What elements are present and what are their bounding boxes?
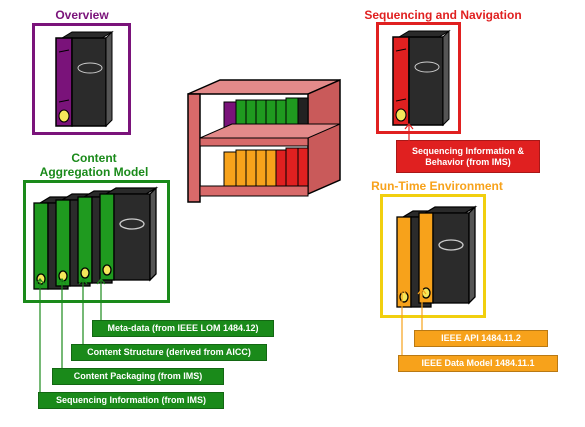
meta-data-label: Meta-data (from IEEE LOM 1484.12): [92, 320, 274, 337]
content-packaging-label: Content Packaging (from IMS): [52, 368, 224, 385]
seq-info-behavior-line2: Behavior (from IMS): [425, 156, 511, 167]
content-structure-label: Content Structure (derived from AICC): [71, 344, 267, 361]
overview-box: [32, 23, 131, 135]
content-aggregation-box: [23, 180, 170, 303]
content-aggregation-line2: Aggregation Model: [39, 165, 149, 179]
runtime-environment-box: [380, 194, 486, 318]
content-aggregation-title: Content Aggregation Model: [24, 151, 164, 179]
book-icon: [396, 205, 478, 308]
ieee-api-label: IEEE API 1484.11.2: [414, 330, 548, 347]
ieee-data-model-label: IEEE Data Model 1484.11.1: [398, 355, 558, 372]
sequencing-information-label: Sequencing Information (from IMS): [38, 392, 224, 409]
book-icon: [392, 29, 451, 127]
arrow-up-icon: [397, 288, 427, 363]
seq-info-behavior-line1: Sequencing Information &: [411, 145, 524, 156]
content-aggregation-line1: Content: [71, 151, 117, 165]
sequencing-navigation-title: Sequencing and Navigation: [364, 8, 522, 22]
arrow-up-icon: [35, 278, 106, 397]
bookshelf-icon: [187, 78, 341, 203]
overview-title: Overview: [55, 8, 109, 22]
seq-info-behavior-label: Sequencing Information & Behavior (from …: [396, 140, 540, 173]
runtime-environment-title: Run-Time Environment: [371, 179, 503, 193]
book-icon: [55, 30, 114, 128]
sequencing-navigation-box: [376, 22, 461, 134]
book-icon: [33, 186, 159, 290]
arrow-up-icon: [404, 123, 414, 142]
